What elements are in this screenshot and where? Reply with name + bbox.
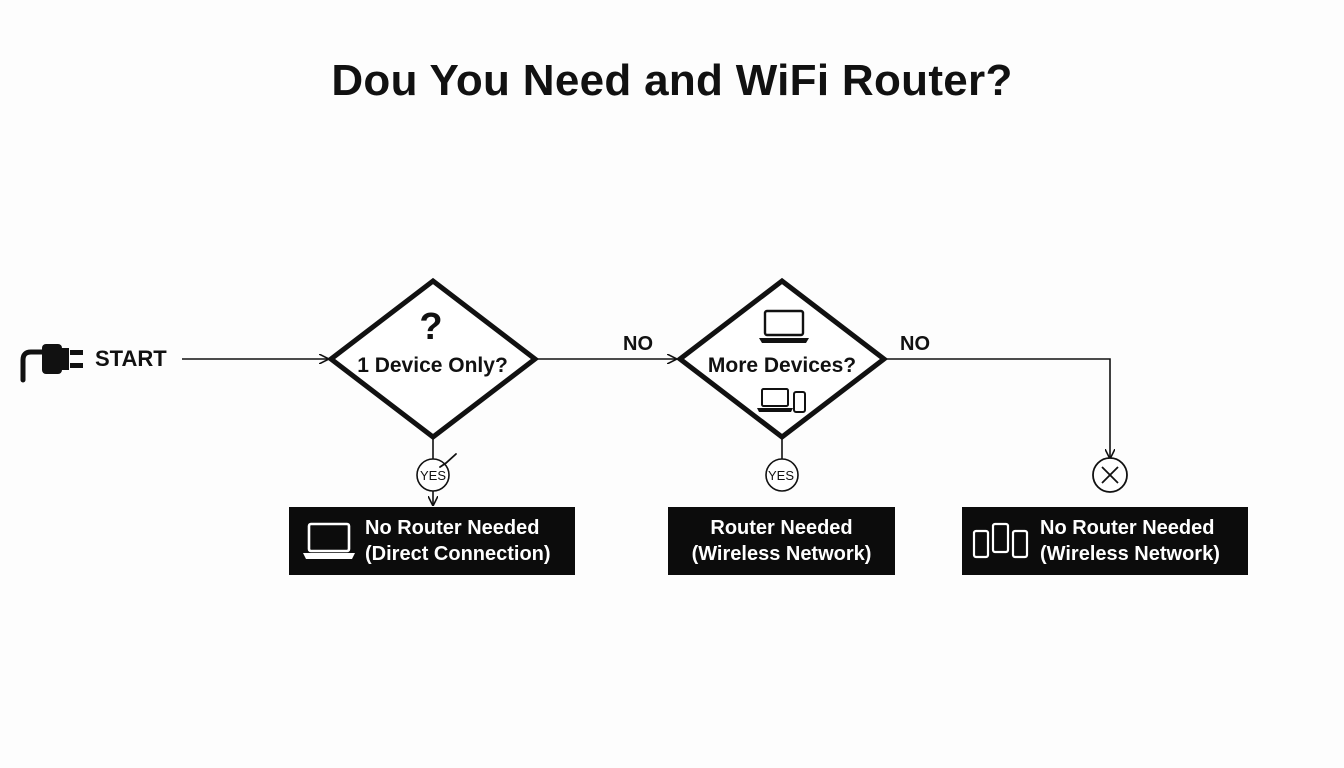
edge-d2-to-end	[884, 358, 1110, 458]
check-icon	[439, 453, 457, 468]
yes-node-2	[765, 458, 799, 492]
outcome-3-title: No Router Needed	[1040, 517, 1215, 539]
phones-icon	[972, 522, 1029, 559]
plug-icon	[20, 344, 83, 383]
outcome-3-subtitle: (Wireless Network)	[1040, 543, 1220, 565]
close-icon	[1092, 457, 1128, 493]
laptop-icon	[303, 522, 355, 559]
page-title: Dou You Need and WiFi Router?	[331, 56, 1013, 105]
outcome-box-3: No Router Needed (Wireless Network)	[962, 507, 1248, 575]
decision-1-label: 1 Device Only?	[357, 354, 508, 377]
start-label: START	[95, 346, 167, 371]
outcome-1-subtitle: (Direct Connection)	[365, 543, 551, 565]
laptop-phone-icon	[757, 388, 806, 413]
question-mark-icon: ?	[419, 306, 443, 348]
outcome-2-title: Router Needed	[710, 517, 853, 539]
edge-label-no-2: NO	[900, 333, 930, 355]
decision-2-label: More Devices?	[707, 354, 857, 377]
laptop-icon	[759, 309, 809, 343]
outcome-box-1: No Router Needed (Direct Connection)	[289, 507, 575, 575]
edge-label-no-1: NO	[623, 333, 653, 355]
edge-label-yes-2: YES	[767, 468, 794, 483]
outcome-box-2: Router Needed (Wireless Network)	[668, 507, 895, 575]
outcome-2-subtitle: (Wireless Network)	[691, 543, 872, 565]
edge-label-yes-1: YES	[419, 468, 446, 483]
outcome-1-title: No Router Needed	[365, 517, 540, 539]
